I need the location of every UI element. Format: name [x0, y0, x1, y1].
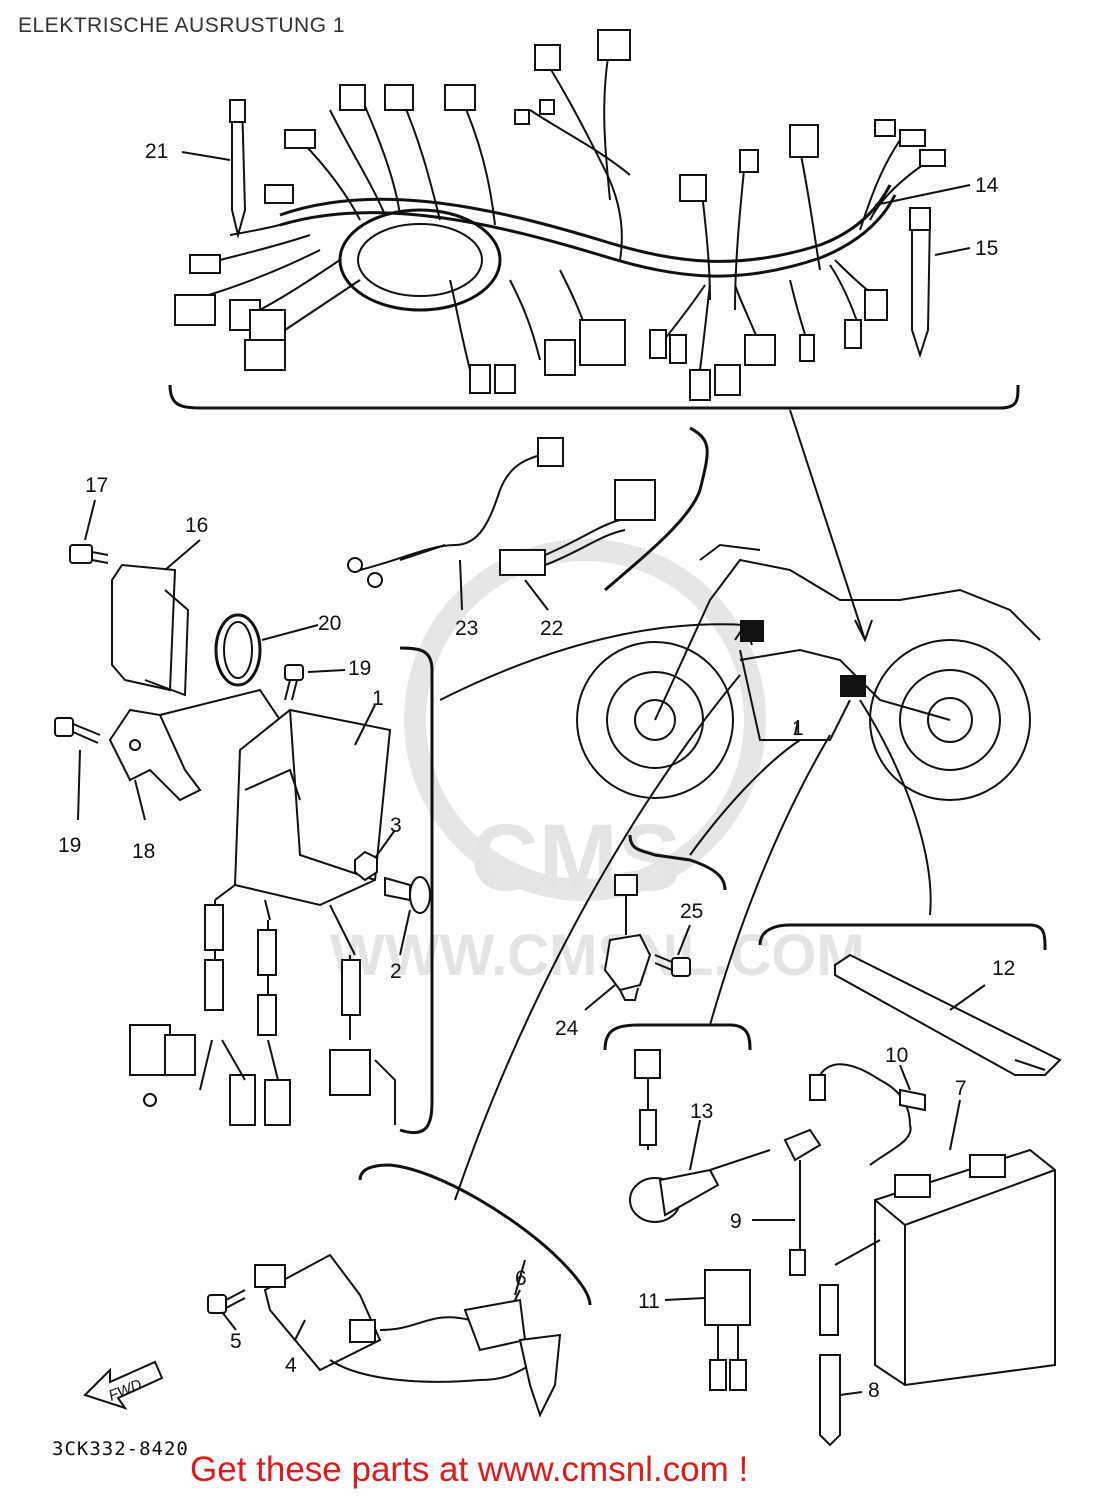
callout-15: 15: [975, 237, 998, 260]
part-code: 3CK332-8420: [52, 1438, 189, 1460]
callout-4: 4: [285, 1354, 297, 1377]
callout-3: 3: [390, 814, 402, 837]
bolt-5: [207, 1289, 246, 1314]
callout-labels: 1 2 3 4 5 6 7 8 9 10 11 12 13 14 15 16 1…: [58, 140, 1015, 1402]
callout-1: 1: [372, 687, 384, 710]
screw-25: [654, 954, 691, 977]
module-22: [499, 479, 656, 576]
battery-strap-12: [834, 953, 1062, 1076]
callout-9: 9: [730, 1210, 742, 1233]
cable-tie-21: [229, 99, 247, 239]
callout-13: 13: [690, 1100, 713, 1123]
watermark-url: WWW.CMSNL.COM: [330, 923, 865, 988]
neutral-switch-24: [603, 874, 652, 1001]
callout-14: 14: [975, 174, 999, 197]
callout-23: 23: [455, 617, 478, 640]
battery-lead-10: [809, 1063, 926, 1166]
callout-1-body: 1: [792, 717, 804, 740]
relay-bracket-16: [69, 544, 190, 697]
nut-3: [354, 850, 378, 882]
screw-19: [54, 664, 304, 744]
sub-harness-23: [347, 437, 564, 588]
cdi-unit-1: [129, 646, 434, 1135]
callout-12: 12: [992, 957, 1015, 980]
callout-25: 25: [680, 900, 703, 923]
promo-link[interactable]: Get these parts at www.cmsnl.com !: [190, 1450, 749, 1489]
callout-19a: 19: [348, 657, 371, 680]
watermark-brand: CMS: [470, 805, 681, 911]
ignition-coil-4: [254, 1253, 541, 1383]
cable-tie-15: [909, 207, 932, 359]
forward-arrow-icon: FWD: [83, 1360, 164, 1410]
fuse-holder-9: [783, 1128, 822, 1276]
callout-5: 5: [230, 1330, 242, 1353]
bolt-2: [384, 876, 431, 914]
starter-relay-13: [629, 1049, 771, 1223]
battery-breather-8: [819, 1239, 881, 1447]
diagram-title: ELEKTRISCHE AUSRUSTUNG 1: [18, 14, 346, 37]
callout-7: 7: [955, 1077, 967, 1100]
callout-17: 17: [85, 474, 108, 497]
callout-22: 22: [540, 617, 563, 640]
fuse-11: [704, 1269, 751, 1391]
callout-18: 18: [132, 840, 155, 863]
rubber-band-20: [214, 613, 262, 687]
callout-6: 6: [515, 1267, 527, 1290]
plug-cap-6: [463, 1259, 562, 1418]
callout-19b: 19: [58, 834, 81, 857]
callout-16: 16: [185, 514, 208, 537]
callout-24: 24: [555, 1017, 579, 1040]
callout-2: 2: [390, 960, 402, 983]
callout-10: 10: [885, 1044, 908, 1067]
callout-8: 8: [868, 1379, 880, 1402]
motorcycle-outline: [439, 426, 1041, 801]
callout-20: 20: [318, 612, 341, 635]
leader-lines: [358, 674, 1047, 1306]
callout-21: 21: [145, 140, 168, 163]
watermark: CMS WWW.CMSNL.COM: [330, 539, 865, 988]
battery-7: [874, 1148, 1056, 1387]
wire-harness: [168, 29, 1020, 643]
callout-11: 11: [638, 1290, 660, 1313]
callout-leaders: [77, 151, 986, 1396]
